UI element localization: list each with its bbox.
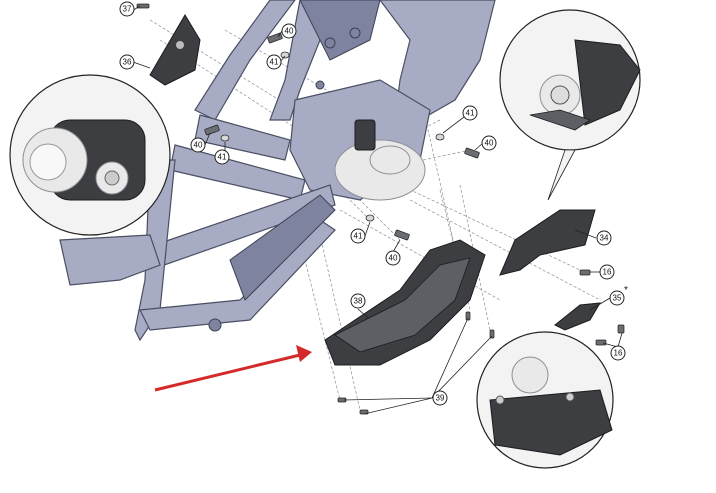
fasteners <box>136 3 625 415</box>
callout-41: 41 <box>462 105 478 121</box>
callout-40: 40 <box>481 135 497 151</box>
callout-label: 41 <box>466 109 475 118</box>
callout-16: 16 <box>610 345 626 361</box>
part-34-cover <box>499 209 596 276</box>
callout-label: 40 <box>485 139 494 148</box>
callout-label: 35 <box>613 294 622 303</box>
part-38-guard <box>324 239 486 366</box>
callout-label: 16 <box>614 349 623 358</box>
callout-label: 40 <box>285 27 294 36</box>
callout-label: 39 <box>436 394 445 403</box>
callout-label: 36 <box>123 58 132 67</box>
part-35-clip <box>554 302 601 331</box>
callout-40: 40 <box>281 23 297 39</box>
callout-41: 41 <box>214 149 230 165</box>
callout-label: 40 <box>389 254 398 263</box>
callout-40: 40 <box>190 137 206 153</box>
callout-label: 37 <box>123 5 132 14</box>
asterisk-mark: * <box>624 285 628 296</box>
callout-label: 41 <box>270 58 279 67</box>
callout-label: 34 <box>600 234 609 243</box>
callout-label: 38 <box>354 297 363 306</box>
callout-38: 38 <box>350 293 366 309</box>
callout-37: 37 <box>119 1 135 17</box>
callout-16: 16 <box>599 264 615 280</box>
detail-view-bottom-right <box>476 331 614 469</box>
detail-view-top-right <box>499 9 641 151</box>
callout-40: 40 <box>385 250 401 266</box>
callout-41: 41 <box>266 54 282 70</box>
callout-36: 36 <box>119 54 135 70</box>
drive-motor <box>334 119 426 201</box>
callout-label: 16 <box>603 268 612 277</box>
callout-35: 35 <box>609 290 625 306</box>
detail-view-left <box>9 74 171 236</box>
callout-label: 41 <box>218 153 227 162</box>
callout-label: 41 <box>354 232 363 241</box>
detail-pointer <box>547 149 576 201</box>
red-arrow <box>154 345 312 392</box>
callout-label: 40 <box>194 141 203 150</box>
callout-34: 34 <box>596 230 612 246</box>
callout-39: 39 <box>432 390 448 406</box>
part-36-cover <box>149 14 201 86</box>
callout-41: 41 <box>350 228 366 244</box>
